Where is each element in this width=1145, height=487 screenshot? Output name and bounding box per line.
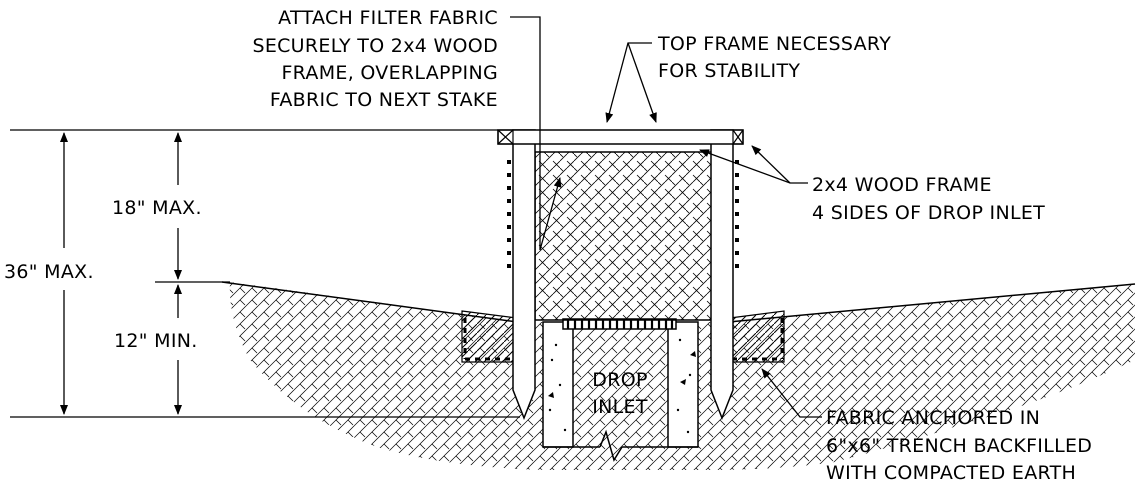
note-line: 2x4 WOOD FRAME bbox=[812, 174, 992, 196]
note-line: 6"x6" TRENCH BACKFILLED bbox=[826, 435, 1092, 457]
note-attach-fabric: ATTACH FILTER FABRIC SECURELY TO 2x4 WOO… bbox=[252, 7, 498, 111]
break-line bbox=[599, 429, 623, 462]
inlet-label: DROP INLET bbox=[592, 369, 648, 418]
dimension-12-min: 12" MIN. bbox=[114, 330, 198, 352]
concrete-speckle bbox=[548, 338, 696, 434]
note-line: 4 SIDES OF DROP INLET bbox=[812, 202, 1045, 224]
note-line: TOP FRAME NECESSARY bbox=[657, 33, 891, 55]
dimension-18-max: 18" MAX. bbox=[112, 197, 202, 219]
ground-line-right bbox=[717, 283, 1136, 324]
inlet-wall-left bbox=[542, 321, 574, 448]
note-line: SECURELY TO 2x4 WOOD bbox=[252, 35, 498, 57]
note-line: ATTACH FILTER FABRIC bbox=[278, 7, 498, 29]
dimension-arrows bbox=[60, 132, 182, 415]
leader-lines bbox=[510, 16, 822, 418]
note-fabric-anchored: FABRIC ANCHORED IN 6"x6" TRENCH BACKFILL… bbox=[826, 407, 1092, 484]
note-line: FABRIC TO NEXT STAKE bbox=[270, 89, 498, 111]
note-line: FRAME, OVERLAPPING bbox=[281, 62, 498, 84]
dimension-36-max: 36" MAX. bbox=[4, 261, 94, 283]
inlet-label-line: DROP bbox=[592, 369, 647, 391]
frame-ends bbox=[497, 129, 744, 145]
inlet-wall-right bbox=[667, 321, 699, 448]
top-frame bbox=[497, 129, 744, 145]
note-top-frame: TOP FRAME NECESSARY FOR STABILITY bbox=[657, 33, 891, 82]
stake-right bbox=[710, 129, 734, 421]
fabric-staples bbox=[507, 160, 739, 270]
inlet-label-line: INLET bbox=[592, 396, 648, 418]
note-line: FABRIC ANCHORED IN bbox=[826, 407, 1040, 429]
note-line: WITH COMPACTED EARTH bbox=[826, 462, 1076, 484]
note-wood-frame: 2x4 WOOD FRAME 4 SIDES OF DROP INLET bbox=[812, 174, 1045, 224]
filter-fabric bbox=[534, 151, 714, 321]
note-line: FOR STABILITY bbox=[658, 60, 800, 82]
stake-left bbox=[512, 129, 536, 421]
